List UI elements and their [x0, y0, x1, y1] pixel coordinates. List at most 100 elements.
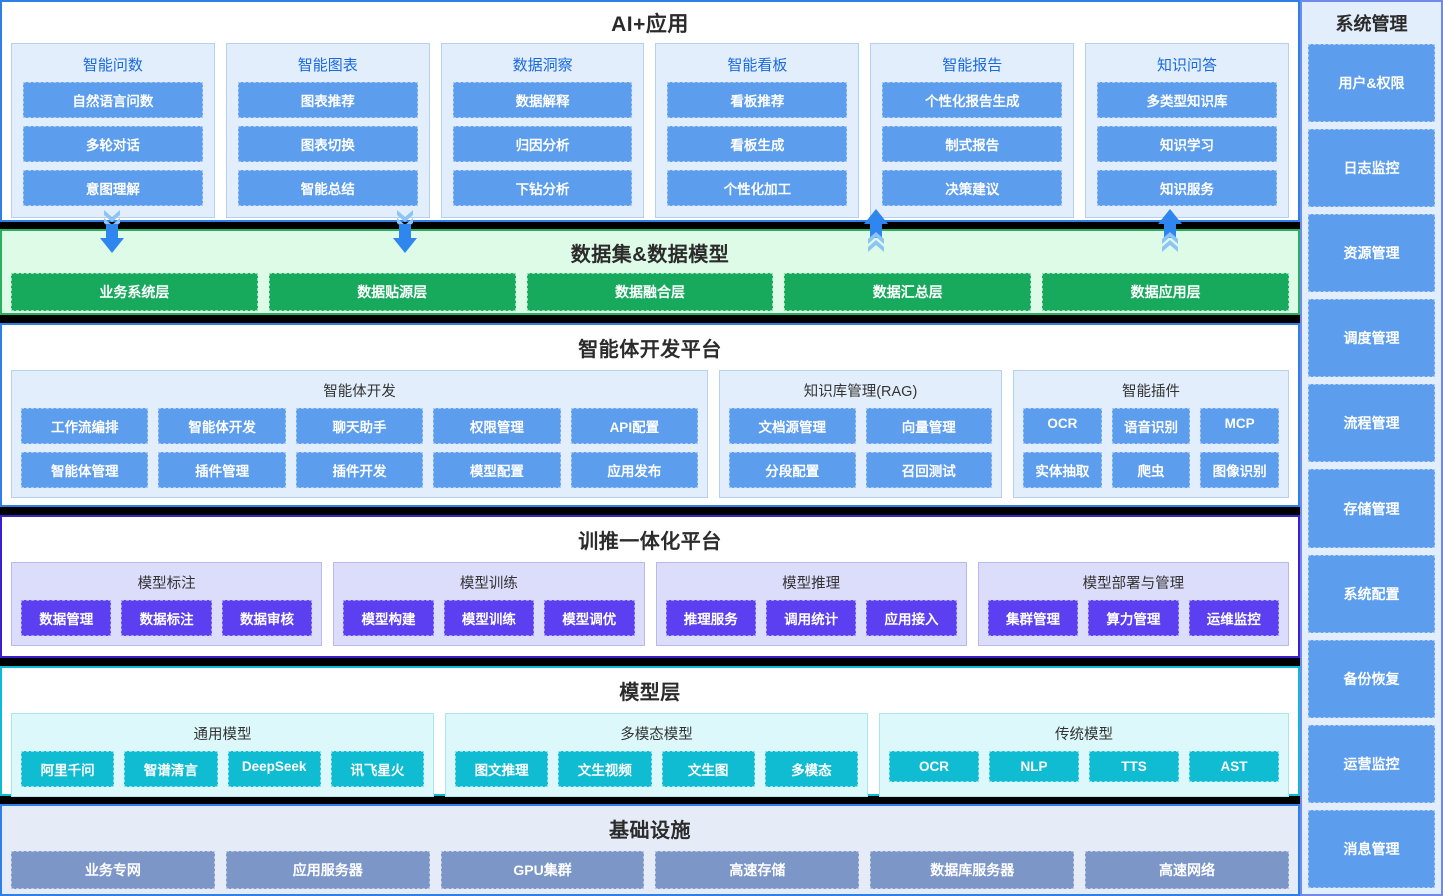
sidebar-item-backup-recovery[interactable]: 备份恢复 — [1308, 639, 1435, 718]
train-chip[interactable]: 调用统计 — [765, 600, 857, 637]
train-chip[interactable]: 集群管理 — [987, 600, 1079, 637]
app-chip[interactable]: 图表切换 — [237, 126, 418, 162]
app-card-intelligent-dashboard[interactable]: 智能看板 看板推荐 看板生成 个性化加工 — [655, 43, 860, 218]
panel-title: 智能插件 — [1122, 383, 1180, 400]
infra-chip[interactable]: 应用服务器 — [225, 851, 430, 890]
agent-chip[interactable]: 模型配置 — [433, 451, 561, 488]
app-chip[interactable]: 制式报告 — [882, 126, 1063, 162]
app-chip[interactable]: 多轮对话 — [23, 126, 203, 162]
app-card-intelligent-chart[interactable]: 智能图表 图表推荐 图表切换 智能总结 — [225, 43, 430, 218]
model-chip[interactable]: OCR — [889, 751, 979, 783]
app-card-title: 智能问数 — [82, 57, 143, 74]
app-chip[interactable]: 意图理解 — [23, 170, 203, 206]
model-chip[interactable]: TTS — [1089, 751, 1179, 783]
sidebar-item-system-configuration[interactable]: 系统配置 — [1308, 554, 1435, 633]
train-chip[interactable]: 算力管理 — [1088, 600, 1179, 637]
infra-chip[interactable]: 高速存储 — [655, 851, 860, 890]
panel-multimodal-models: 多模态模型 图文推理 文生视频 文生图 多模态 — [445, 713, 868, 798]
model-chip[interactable]: DeepSeek — [227, 751, 321, 788]
train-chip[interactable]: 运维监控 — [1188, 600, 1280, 637]
panel-row: 推理服务 调用统计 应用接入 — [665, 600, 957, 637]
model-chip[interactable]: 智谱清言 — [124, 751, 218, 788]
data-chip[interactable]: 业务系统层 — [11, 272, 258, 311]
sidebar-item-log-monitoring[interactable]: 日志监控 — [1308, 129, 1435, 208]
app-card-data-insight[interactable]: 数据洞察 数据解释 归因分析 下钻分析 — [440, 43, 645, 218]
infra-chip[interactable]: GPU集群 — [440, 851, 645, 890]
agent-chip[interactable]: API配置 — [570, 407, 699, 444]
agent-chip[interactable]: 插件管理 — [158, 451, 286, 488]
plugin-chip[interactable]: 图像识别 — [1200, 451, 1280, 488]
panel-title: 知识库管理(RAG) — [803, 383, 918, 400]
panel-row: 工作流编排 智能体开发 聊天助手 权限管理 API配置 — [21, 407, 699, 444]
agent-chip[interactable]: 智能体开发 — [158, 407, 286, 444]
data-chip[interactable]: 数据贴源层 — [268, 272, 516, 311]
app-chip[interactable]: 归因分析 — [452, 126, 633, 162]
agent-chip[interactable]: 聊天助手 — [295, 407, 424, 444]
train-chip[interactable]: 应用接入 — [866, 600, 957, 637]
train-chip[interactable]: 模型训练 — [443, 600, 535, 637]
sidebar-item-message-management[interactable]: 消息管理 — [1308, 809, 1435, 888]
data-chip[interactable]: 数据应用层 — [1042, 272, 1289, 311]
plugin-chip[interactable]: OCR — [1023, 407, 1102, 444]
agent-chip[interactable]: 应用发布 — [570, 451, 699, 488]
agent-chip[interactable]: 权限管理 — [433, 407, 561, 444]
app-chip[interactable]: 知识学习 — [1097, 126, 1277, 162]
agent-chip[interactable]: 智能体管理 — [21, 451, 149, 488]
plugin-chip[interactable]: 爬虫 — [1111, 451, 1191, 488]
app-card-intelligent-report[interactable]: 智能报告 个性化报告生成 制式报告 决策建议 — [870, 43, 1075, 218]
infra-chip[interactable]: 业务专网 — [11, 851, 215, 890]
app-chip[interactable]: 知识服务 — [1097, 170, 1277, 206]
train-chip[interactable]: 模型调优 — [544, 600, 635, 637]
rag-chip[interactable]: 文档源管理 — [729, 407, 856, 444]
app-card-title: 数据洞察 — [512, 57, 573, 74]
train-chip[interactable]: 推理服务 — [665, 600, 756, 637]
app-chip[interactable]: 智能总结 — [237, 170, 418, 206]
panel-title: 多模态模型 — [620, 727, 693, 744]
app-chip[interactable]: 数据解释 — [452, 82, 633, 118]
model-chip[interactable]: NLP — [989, 751, 1079, 783]
app-chip[interactable]: 个性化报告生成 — [882, 82, 1063, 118]
rag-chip[interactable]: 向量管理 — [865, 407, 992, 444]
model-chip[interactable]: 文生视频 — [558, 751, 652, 788]
sidebar-item-operation-monitoring[interactable]: 运营监控 — [1308, 724, 1435, 803]
app-chip[interactable]: 下钻分析 — [452, 170, 633, 206]
app-chip[interactable]: 看板推荐 — [667, 82, 848, 118]
data-chip[interactable]: 数据融合层 — [526, 272, 774, 311]
model-chip[interactable]: 多模态 — [764, 751, 858, 788]
model-chip[interactable]: 文生图 — [661, 751, 755, 788]
app-chip[interactable]: 看板生成 — [667, 126, 848, 162]
model-chip[interactable]: 阿里千问 — [21, 751, 115, 788]
sidebar-item-user-permission[interactable]: 用户&权限 — [1308, 44, 1435, 123]
app-chip[interactable]: 自然语言问数 — [23, 82, 203, 118]
agent-chip[interactable]: 工作流编排 — [21, 407, 149, 444]
model-chip[interactable]: 图文推理 — [455, 751, 549, 788]
app-card-knowledge-qa[interactable]: 知识问答 多类型知识库 知识学习 知识服务 — [1085, 43, 1289, 218]
sidebar-item-process-management[interactable]: 流程管理 — [1308, 384, 1435, 463]
train-chip[interactable]: 模型构建 — [343, 600, 434, 637]
sidebar-title: 系统管理 — [1335, 14, 1408, 34]
app-chip[interactable]: 多类型知识库 — [1097, 82, 1277, 118]
train-chip[interactable]: 数据管理 — [21, 600, 112, 637]
app-card-intelligent-query[interactable]: 智能问数 自然语言问数 多轮对话 意图理解 — [11, 43, 215, 218]
plugin-chip[interactable]: 语音识别 — [1111, 407, 1191, 444]
panel-row: 数据管理 数据标注 数据审核 — [21, 600, 313, 637]
infra-chip[interactable]: 高速网络 — [1085, 851, 1289, 890]
plugin-chip[interactable]: MCP — [1200, 407, 1280, 444]
data-chip[interactable]: 数据汇总层 — [784, 272, 1032, 311]
rag-chip[interactable]: 召回测试 — [865, 451, 992, 488]
section-title-ai-applications: AI+应用 — [611, 13, 689, 36]
plugin-chip[interactable]: 实体抽取 — [1023, 451, 1102, 488]
model-chip[interactable]: 讯飞星火 — [330, 751, 424, 788]
model-chip[interactable]: AST — [1189, 751, 1279, 783]
app-chip[interactable]: 个性化加工 — [667, 170, 848, 206]
sidebar-item-resource-management[interactable]: 资源管理 — [1308, 214, 1435, 293]
app-chip[interactable]: 图表推荐 — [237, 82, 418, 118]
app-chip[interactable]: 决策建议 — [882, 170, 1063, 206]
sidebar-item-storage-management[interactable]: 存储管理 — [1308, 469, 1435, 548]
rag-chip[interactable]: 分段配置 — [729, 451, 856, 488]
train-chip[interactable]: 数据审核 — [221, 600, 313, 637]
agent-chip[interactable]: 插件开发 — [295, 451, 424, 488]
infra-chip[interactable]: 数据库服务器 — [870, 851, 1075, 890]
train-chip[interactable]: 数据标注 — [121, 600, 212, 637]
sidebar-item-schedule-management[interactable]: 调度管理 — [1308, 299, 1435, 378]
